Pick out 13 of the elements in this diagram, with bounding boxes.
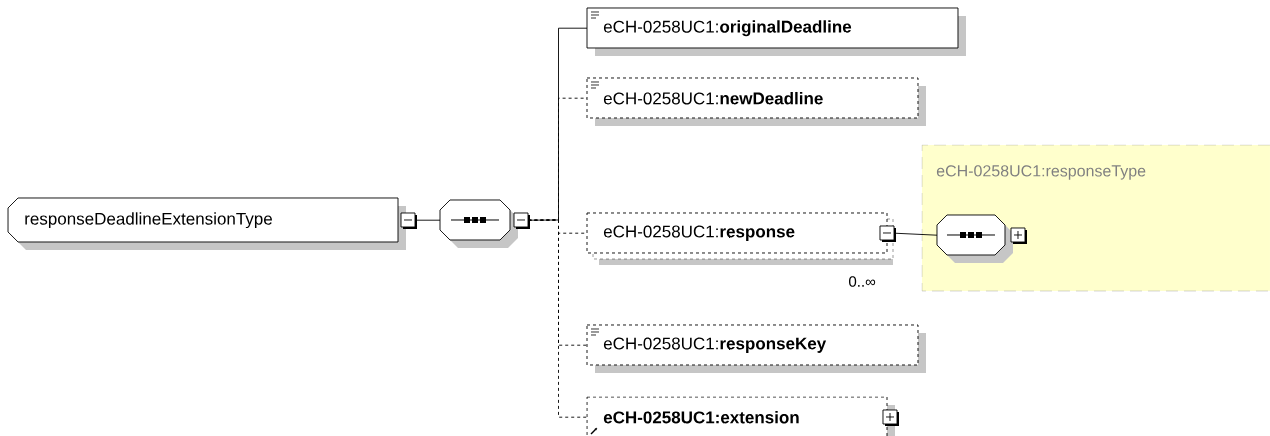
element-box: eCH-0258UC1:extension (586, 396, 899, 436)
element-box: eCH-0258UC1:newDeadline (586, 77, 926, 126)
type-box: responseDeadlineExtensionType (7, 197, 417, 250)
type-band: eCH-0258UC1:responseType (921, 144, 1270, 292)
connector (414, 219, 441, 221)
element-box: eCH-0258UC1:originalDeadline (586, 7, 966, 56)
element-box: eCH-0258UC1:response (586, 212, 896, 265)
cardinality-label: 0..∞ (849, 276, 876, 287)
element-box: eCH-0258UC1:responseKey (586, 324, 926, 373)
connector (527, 219, 588, 418)
connector (893, 232, 938, 236)
sequence-compositor (439, 199, 530, 248)
sequence-compositor (936, 214, 1027, 263)
